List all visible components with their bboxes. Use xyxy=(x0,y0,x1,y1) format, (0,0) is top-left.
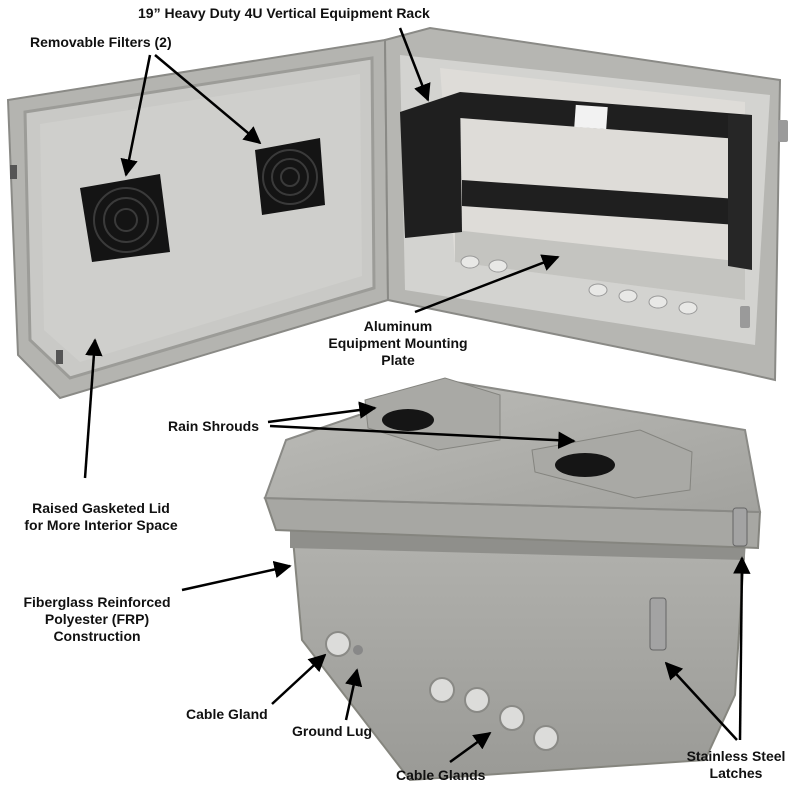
open-interior-knockouts xyxy=(460,255,698,315)
arrow-shroud-left xyxy=(267,401,377,424)
callout-arrows xyxy=(83,27,751,764)
equipment-rack xyxy=(400,92,752,270)
label-gasketed-lid: Raised Gasketed Lid for More Interior Sp… xyxy=(6,500,196,534)
label-latches: Stainless Steel Latches xyxy=(676,748,796,782)
filter-fan-right xyxy=(255,138,325,215)
arrow-gasket xyxy=(83,338,103,479)
closed-latches xyxy=(649,507,748,651)
arrow-cable-gland xyxy=(271,653,327,705)
label-latches-line1: Stainless Steel xyxy=(686,748,786,764)
label-rain-shrouds: Rain Shrouds xyxy=(168,418,260,434)
arrow-cable-glands xyxy=(449,731,492,764)
label-removable-filters: Removable Filters (2) xyxy=(30,34,172,50)
label-frp-line2: Polyester (FRP) xyxy=(44,611,150,627)
arrow-filter-right xyxy=(154,54,262,145)
label-ground-lug: Ground Lug xyxy=(292,723,373,739)
label-mounting-plate: Aluminum Equipment Mounting Plate xyxy=(318,318,478,369)
arrow-rack xyxy=(398,27,431,102)
label-frp-line1: Fiberglass Reinforced xyxy=(23,594,171,610)
arrow-ground-lug xyxy=(344,668,363,721)
label-mounting-plate-line1: Aluminum xyxy=(363,318,433,334)
arrow-frp xyxy=(181,560,292,592)
label-mounting-plate-line2: Equipment Mounting xyxy=(328,335,468,351)
label-cable-glands: Cable Glands xyxy=(396,767,486,783)
arrow-latch-low xyxy=(664,661,738,741)
closed-cable-glands xyxy=(325,631,559,751)
label-cable-gland: Cable Gland xyxy=(186,706,268,722)
open-latch-hardware xyxy=(10,120,788,364)
label-gasketed-lid-line2: for More Interior Space xyxy=(24,517,178,533)
arrow-plate xyxy=(414,254,560,314)
label-frp-line3: Construction xyxy=(53,628,141,644)
label-mounting-plate-line3: Plate xyxy=(381,352,415,368)
label-equipment-rack: 19” Heavy Duty 4U Vertical Equipment Rac… xyxy=(138,5,430,21)
filter-fan-left xyxy=(80,174,170,262)
label-gasketed-lid-line1: Raised Gasketed Lid xyxy=(32,500,170,516)
arrow-latch-high xyxy=(733,556,751,741)
arrow-shroud-right xyxy=(269,424,576,449)
label-frp-construction: Fiberglass Reinforced Polyester (FRP) Co… xyxy=(12,594,182,645)
label-latches-line2: Latches xyxy=(709,765,763,781)
arrow-filter-left xyxy=(120,54,152,177)
